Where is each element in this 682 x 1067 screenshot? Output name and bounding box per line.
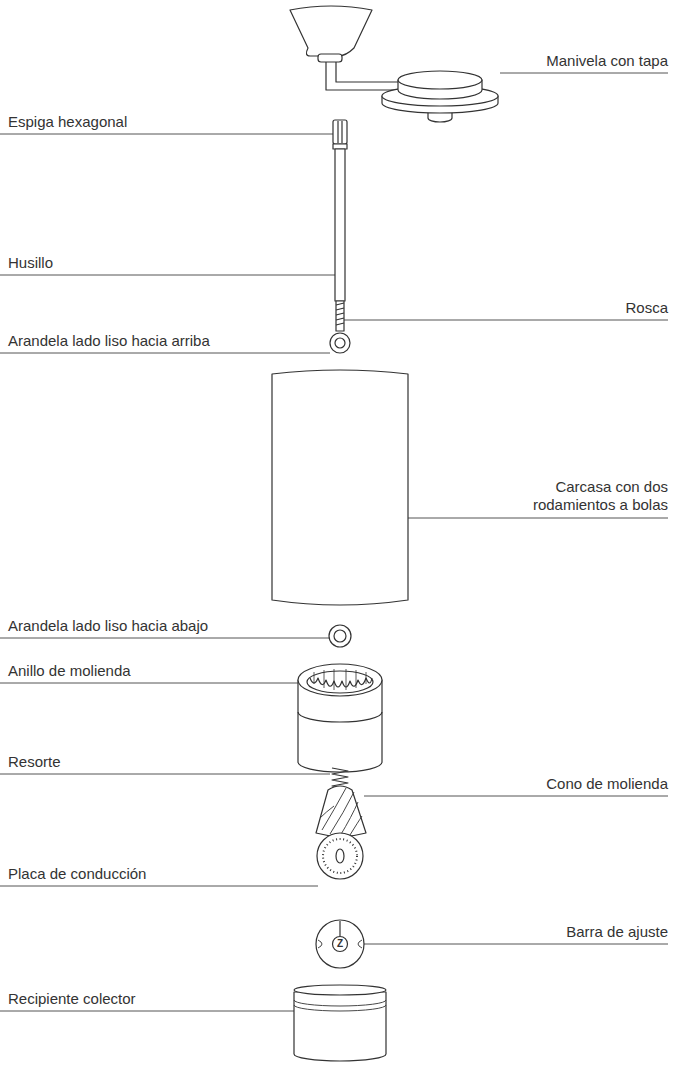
leader-line bbox=[0, 1011, 294, 1012]
burr-ring-top bbox=[298, 664, 382, 696]
drive-plate-slot bbox=[336, 849, 344, 863]
hex-tip bbox=[333, 120, 347, 144]
grinder-parts bbox=[272, 6, 498, 1061]
part-label: Rosca bbox=[368, 299, 668, 317]
leader-line bbox=[0, 638, 329, 639]
burr-teeth bbox=[310, 678, 372, 687]
part-label: Resorte bbox=[8, 753, 308, 771]
collector-body bbox=[294, 992, 386, 1061]
washer-hole bbox=[335, 338, 345, 348]
hex-facet bbox=[337, 121, 338, 143]
adjust-marker bbox=[339, 921, 340, 936]
part-label: Arandela lado liso hacia abajo bbox=[8, 617, 318, 635]
hex-facet bbox=[341, 121, 342, 143]
spindle-thread bbox=[336, 301, 344, 331]
leader-line bbox=[500, 73, 668, 74]
leader-line bbox=[0, 353, 330, 354]
part-label: Arandela lado liso hacia arriba bbox=[8, 332, 318, 350]
burr-ring-inner bbox=[307, 671, 373, 693]
housing bbox=[272, 370, 408, 605]
knob-neck bbox=[318, 54, 342, 62]
burr-cone bbox=[316, 786, 366, 837]
burr-ring-step bbox=[298, 712, 382, 722]
washer-hole bbox=[334, 630, 346, 642]
adjust-badge bbox=[333, 937, 348, 952]
part-label: Espiga hexagonal bbox=[8, 113, 308, 131]
brand-mark: Z bbox=[332, 937, 348, 951]
leader-line bbox=[0, 774, 330, 775]
leader-line bbox=[0, 683, 322, 684]
leader-line bbox=[344, 320, 668, 321]
adjust-knob bbox=[316, 920, 364, 968]
washer bbox=[330, 333, 350, 353]
spindle-shaft bbox=[335, 149, 345, 301]
part-label: Carcasa con dos rodamientos a bolas bbox=[518, 478, 668, 514]
part-label: Cono de molienda bbox=[368, 775, 668, 793]
leader-line bbox=[0, 275, 335, 276]
cap-top bbox=[398, 71, 482, 89]
drive-plate bbox=[317, 833, 363, 879]
part-label: Barra de ajuste bbox=[368, 923, 668, 941]
leader-line bbox=[350, 944, 668, 945]
crank-knob bbox=[290, 6, 372, 56]
part-label: Anillo de molienda bbox=[8, 662, 308, 680]
leader-line bbox=[0, 134, 333, 135]
leader-lines bbox=[0, 73, 668, 1011]
leader-line bbox=[364, 796, 668, 797]
collector-rim bbox=[294, 985, 386, 995]
part-label: Husillo bbox=[8, 254, 308, 272]
part-label: Manivela con tapa bbox=[368, 52, 668, 70]
washer bbox=[329, 625, 351, 647]
drive-plate-dots bbox=[323, 839, 357, 873]
part-label: Placa de conducción bbox=[8, 865, 308, 883]
spindle-collar bbox=[333, 144, 347, 149]
collector-threads bbox=[294, 1000, 386, 1011]
cone-spirals bbox=[320, 788, 362, 836]
leader-line bbox=[0, 886, 318, 887]
thread-lines bbox=[336, 303, 344, 325]
burr-ribs bbox=[314, 669, 366, 690]
part-label: Recipiente colector bbox=[8, 990, 308, 1008]
